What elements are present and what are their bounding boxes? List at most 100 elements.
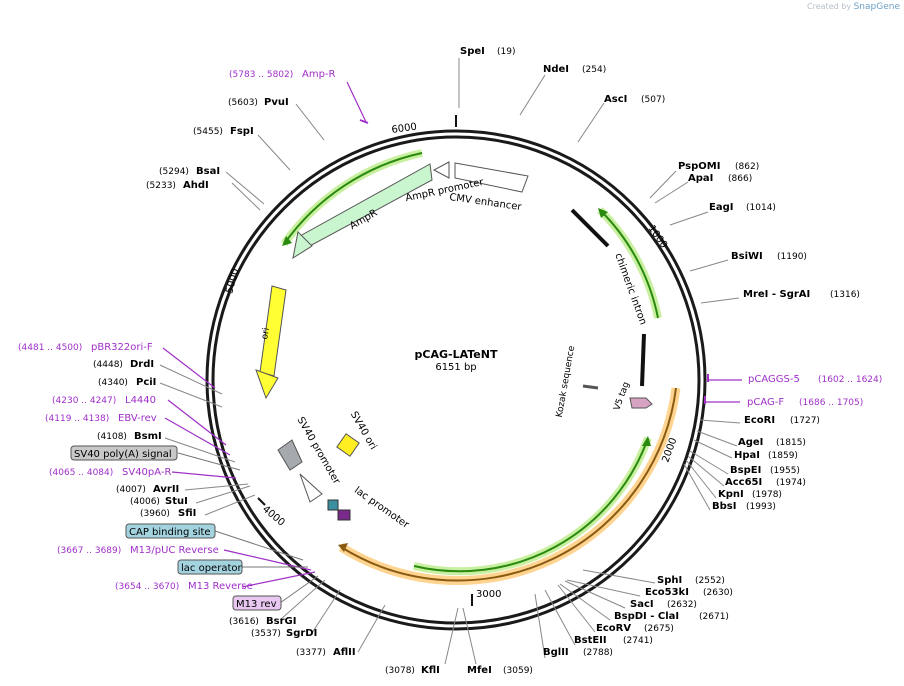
site-name: AflII xyxy=(333,647,356,658)
site-pos: (4448) xyxy=(93,360,123,370)
site-pos: (5233) xyxy=(146,181,176,191)
tick-1000: 1000 xyxy=(646,223,670,250)
box-sv40-polya-text: SV40 poly(A) signal xyxy=(74,449,172,460)
feature-lac-operator[interactable] xyxy=(337,509,351,521)
feature-cap-site[interactable] xyxy=(327,499,339,511)
site-name: AhdI xyxy=(183,180,209,191)
box-m13-rev[interactable] xyxy=(232,595,282,611)
feature-sv40-promoter-arrow[interactable] xyxy=(299,473,323,503)
site-pos: (1190) xyxy=(777,252,807,262)
primer-range: (4065 .. 4084) xyxy=(49,468,113,478)
orf-orange-arrowhead xyxy=(338,543,348,552)
primer-range: (1602 .. 1624) xyxy=(818,375,882,385)
site-pos: (1993) xyxy=(746,502,776,512)
site-pos: (5294) xyxy=(159,167,189,177)
box-leaders xyxy=(177,452,319,604)
site-pos: (3537) xyxy=(251,629,281,639)
site-name: MreI - SgrAI xyxy=(743,289,810,300)
primer-range: (3667 .. 3689) xyxy=(57,546,121,556)
primer-name: pCAGGS-5 xyxy=(748,374,800,385)
orf-green-right-arrowhead xyxy=(598,208,608,218)
primer-name: pBR322ori-F xyxy=(91,342,153,353)
site-name: StuI xyxy=(165,496,188,507)
feature-chimeric-intron-bar[interactable] xyxy=(570,208,610,248)
primer-labels: Amp-R (5783 .. 5802) pCAGGS-5 (1602 .. 1… xyxy=(18,69,882,592)
label-cmv-enhancer: CMV enhancer xyxy=(449,192,523,213)
site-name: BsrGI xyxy=(266,616,296,627)
site-pos: (1859) xyxy=(768,451,798,461)
site-name: KpnI xyxy=(718,489,744,500)
feature-ampr-promoter[interactable] xyxy=(432,161,450,179)
feature-intron-lower-bar[interactable] xyxy=(640,333,646,387)
feature-kozak[interactable] xyxy=(582,384,599,390)
feature-cmv-enhancer[interactable] xyxy=(454,162,529,193)
feature-v5-tag[interactable] xyxy=(629,397,653,409)
primer-name: M13 Reverse xyxy=(188,581,253,592)
plasmid-name: pCAG-LATeNT xyxy=(415,348,498,361)
site-name: EcoRV xyxy=(596,623,631,634)
site-pos: (1815) xyxy=(776,438,806,448)
feature-ori-arrowhead[interactable] xyxy=(255,369,279,400)
plasmid-size: 6151 bp xyxy=(435,362,476,373)
primer-range: (4481 .. 4500) xyxy=(18,343,82,353)
site-pos: (1955) xyxy=(770,466,800,476)
site-name: SpeI xyxy=(460,46,485,57)
orf-green-inner-arc xyxy=(413,437,649,573)
snapgene-logo: SnapGene xyxy=(853,2,900,12)
site-pos: (254) xyxy=(582,65,606,75)
box-cap-binding-site[interactable] xyxy=(125,523,216,539)
site-pos: (4007) xyxy=(116,485,146,495)
site-pos: (3059) xyxy=(503,666,533,676)
orf-green-left-arrowhead xyxy=(282,236,292,246)
site-pos: (2671) xyxy=(699,612,729,622)
feature-sv40-polya[interactable] xyxy=(277,439,303,471)
site-name: PspOMI xyxy=(678,161,720,172)
site-name: BstEII xyxy=(574,635,607,646)
label-lac-promoter: lac promoter xyxy=(352,485,411,531)
site-name: BsmI xyxy=(134,431,162,442)
site-name: PvuI xyxy=(264,97,289,108)
primer-name: EBV-rev xyxy=(118,413,157,424)
site-pos: (5455) xyxy=(193,127,223,137)
feature-ori[interactable] xyxy=(259,285,287,377)
site-pos: (507) xyxy=(641,95,665,105)
site-pos: (3078) xyxy=(385,666,415,676)
site-labels: SpeI (19) NdeI (254) AscI (507) PspOMI (… xyxy=(93,46,860,676)
site-name: Eco53kI xyxy=(645,587,689,598)
backbone-outer xyxy=(205,129,707,631)
site-name: MfeI xyxy=(467,665,492,676)
site-pos: (866) xyxy=(728,174,752,184)
box-sv40-polya[interactable] xyxy=(70,445,178,461)
site-leaders xyxy=(159,58,741,665)
site-name: Acc65I xyxy=(725,477,762,488)
primer-name: pCAG-F xyxy=(747,397,784,408)
site-pos: (2552) xyxy=(695,576,725,586)
site-pos: (4108) xyxy=(97,432,127,442)
site-name: BbsI xyxy=(712,501,736,512)
orf-green-left-arc xyxy=(283,152,423,245)
tick-6000: 6000 xyxy=(391,122,418,136)
site-pos: (1316) xyxy=(830,290,860,300)
orf-green-right-arc xyxy=(599,209,659,319)
primer-range: (4230 .. 4247) xyxy=(52,396,116,406)
site-name: SfiI xyxy=(178,508,196,519)
tick-4000: 4000 xyxy=(260,504,287,529)
site-pos: (3960) xyxy=(140,509,170,519)
feature-ampr-arrowhead[interactable] xyxy=(292,230,313,260)
created-by-snapgene: Created by SnapGene xyxy=(807,2,900,12)
label-kozak: Kozak sequence xyxy=(555,345,578,419)
site-name: HpaI xyxy=(734,450,760,461)
site-name: PciI xyxy=(136,377,156,388)
site-pos: (5603) xyxy=(228,98,258,108)
orf-green-inner-arrowhead xyxy=(642,436,651,446)
primer-name: L4440 xyxy=(125,395,156,406)
tick-5000: 5000 xyxy=(224,267,241,294)
primer-name: SV40pA-R xyxy=(122,467,171,478)
site-name: SgrDI xyxy=(286,628,317,639)
box-lac-operator[interactable] xyxy=(177,559,243,575)
box-lac-operator-text: lac operator xyxy=(181,563,242,574)
site-pos: (2675) xyxy=(644,624,674,634)
boxed-labels: SV40 poly(A) signal CAP binding site lac… xyxy=(70,445,282,611)
feature-sv40-ori[interactable] xyxy=(336,433,360,457)
